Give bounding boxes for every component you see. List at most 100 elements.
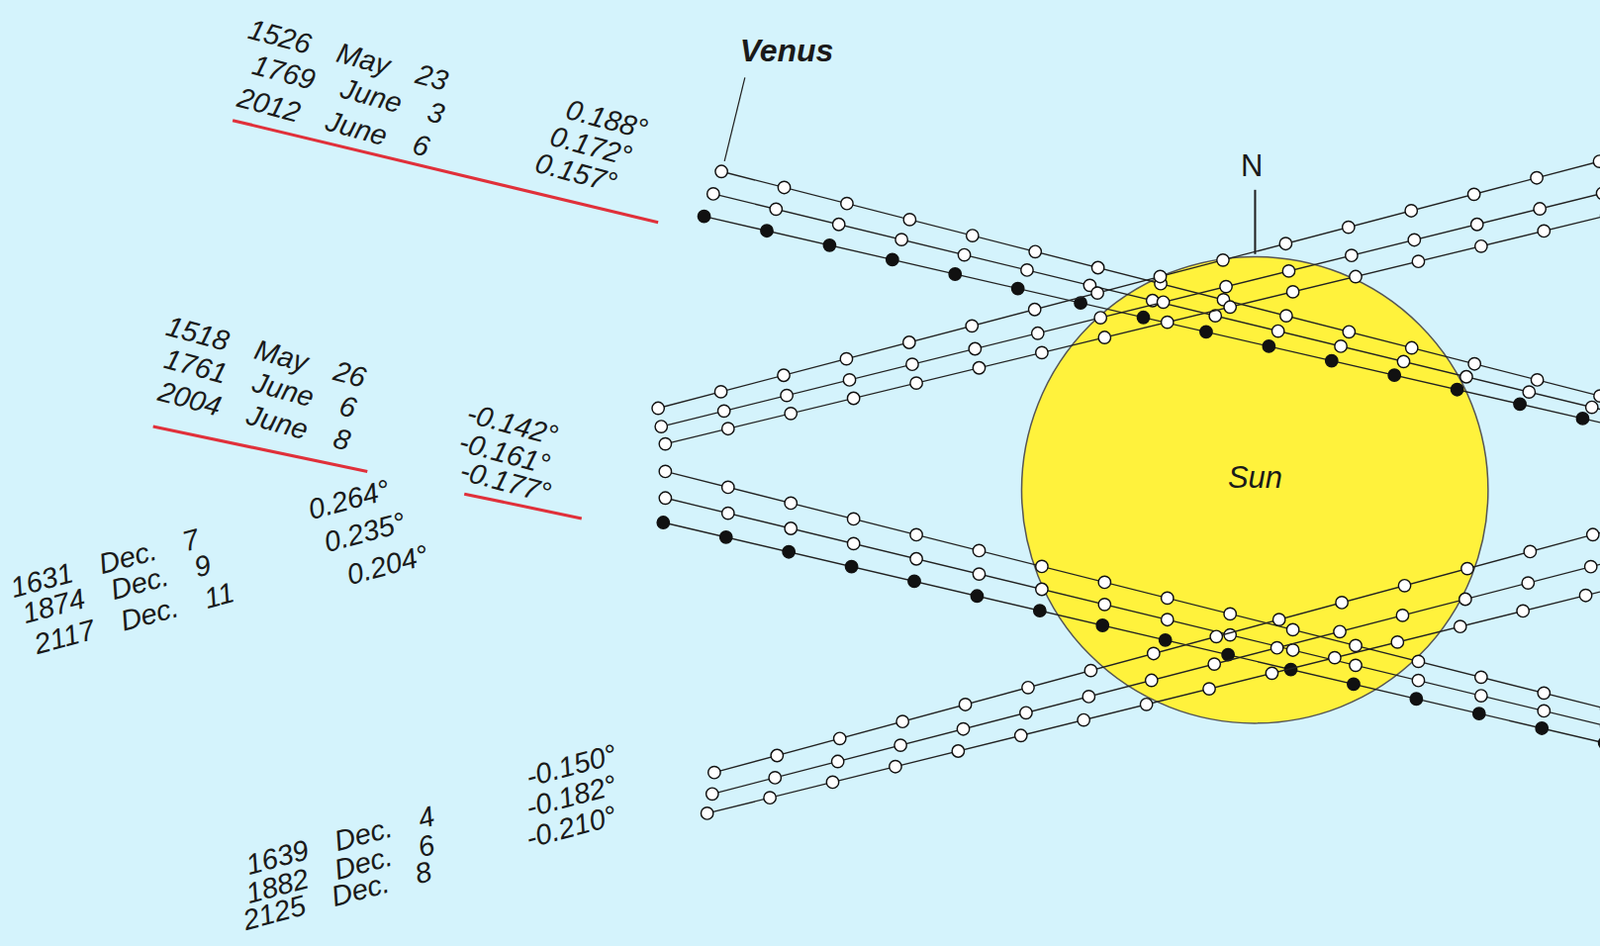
venus-position: [957, 248, 970, 261]
venus-position: [1029, 303, 1041, 316]
venus-position: [1335, 596, 1348, 609]
venus-position: [1460, 371, 1473, 383]
venus-position: [1475, 670, 1488, 683]
venus-position: [777, 369, 790, 381]
venus-position: [1521, 576, 1534, 589]
venus-position: [1022, 681, 1035, 694]
venus-position: [972, 362, 985, 375]
track-line: [658, 161, 1600, 409]
venus-position: [847, 512, 859, 525]
venus-position: [1091, 261, 1104, 274]
venus-position: [655, 420, 667, 433]
track-line: [662, 522, 1600, 743]
venus-position: [1473, 707, 1486, 720]
venus-position: [894, 739, 907, 752]
venus-position: [1406, 341, 1418, 354]
venus-position: [1342, 325, 1355, 338]
venus-position: [1587, 528, 1600, 541]
venus-position: [1334, 340, 1347, 353]
venus-position: [1537, 704, 1550, 717]
venus-position: [1084, 663, 1097, 676]
venus-position: [1082, 690, 1095, 703]
venus-position: [658, 491, 671, 504]
venus-position: [760, 224, 773, 237]
venus-position: [1325, 354, 1338, 367]
venus-position: [1328, 651, 1341, 663]
venus-position: [1537, 686, 1550, 699]
venus-position: [1200, 325, 1213, 338]
venus-position: [1333, 625, 1346, 638]
red-underline: [232, 120, 659, 223]
venus-position: [1397, 355, 1410, 368]
venus-position: [1139, 698, 1152, 711]
venus-position: [784, 496, 797, 509]
venus-position: [1286, 285, 1299, 298]
venus-position: [840, 352, 852, 365]
venus-position: [1220, 280, 1232, 292]
venus-position: [896, 715, 909, 728]
venus-position: [658, 465, 671, 477]
venus-position: [1585, 561, 1598, 573]
venus-position: [1280, 309, 1293, 322]
venus-position: [1203, 682, 1216, 695]
venus-position: [1091, 286, 1104, 299]
venus-position: [1223, 628, 1236, 641]
venus-position: [769, 202, 782, 215]
venus-position: [707, 188, 720, 200]
venus-position: [1530, 374, 1543, 386]
venus-position: [1153, 270, 1166, 283]
venus-position: [1391, 636, 1404, 649]
venus-position: [1454, 620, 1467, 633]
venus-position: [1035, 560, 1048, 572]
venus-position: [1513, 397, 1526, 410]
venus-position: [1579, 589, 1592, 602]
venus-position: [1098, 598, 1111, 611]
track-line: [721, 171, 1600, 396]
venus-position: [908, 574, 921, 587]
venus-position: [770, 749, 783, 761]
venus-position: [1405, 204, 1417, 217]
venus-position: [1286, 644, 1299, 657]
venus-position: [847, 537, 859, 550]
venus-position: [1349, 639, 1362, 652]
venus-position: [948, 268, 961, 281]
venus-position: [1029, 245, 1041, 258]
leader-line: [724, 77, 746, 162]
venus-position: [763, 791, 776, 804]
venus-position: [910, 528, 923, 541]
venus-position: [847, 391, 859, 404]
venus-position: [1349, 658, 1362, 671]
venus-position: [1522, 385, 1535, 398]
venus-position: [1537, 224, 1550, 237]
track-line: [704, 216, 1600, 423]
venus-position: [1035, 346, 1048, 359]
venus-position: [1459, 592, 1472, 605]
track-line: [664, 217, 1600, 445]
venus-position: [845, 560, 857, 572]
venus-position: [722, 422, 735, 435]
venus-position: [1345, 249, 1358, 262]
venus-position: [657, 516, 669, 529]
venus-position: [1217, 254, 1229, 267]
venus-position: [722, 506, 735, 519]
venus-position: [841, 196, 853, 209]
venus-position: [910, 553, 923, 565]
venus-position: [1286, 623, 1299, 636]
venus-position: [826, 775, 839, 788]
venus-position: [1161, 591, 1174, 604]
north-label: N: [1240, 151, 1263, 183]
venus-position: [1035, 582, 1048, 595]
venus-position: [1147, 647, 1160, 659]
venus-position: [777, 181, 790, 193]
venus-position: [1411, 655, 1424, 667]
venus-position: [1408, 233, 1420, 246]
venus-position: [910, 376, 923, 389]
venus-position: [1271, 324, 1284, 337]
venus-position: [906, 358, 919, 371]
venus-position: [1272, 613, 1285, 626]
venus-position: [768, 771, 781, 784]
venus-position: [1011, 282, 1024, 294]
venus-position: [1593, 155, 1600, 168]
sun-label: Sun: [1227, 460, 1283, 496]
